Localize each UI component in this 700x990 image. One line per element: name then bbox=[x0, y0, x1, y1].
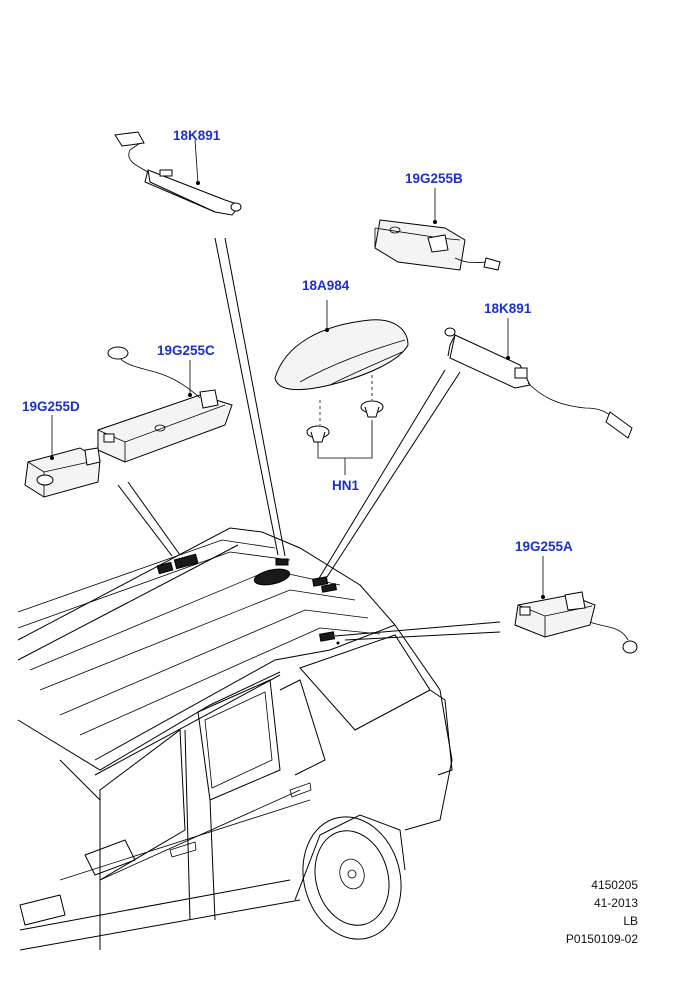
callout-19g255a: 19G255A bbox=[515, 539, 573, 554]
callout-18k891-right: 18K891 bbox=[484, 301, 532, 316]
reference-illustration-id: P0150109-02 bbox=[565, 932, 638, 946]
vehicle-illustration bbox=[17, 527, 453, 951]
module-19g255d bbox=[24, 415, 101, 498]
module-19g255a bbox=[514, 556, 638, 654]
reference-block: 4150205 41-2013 LB P0150109-02 bbox=[518, 876, 638, 948]
callout-19g255d: 19G255D bbox=[22, 399, 80, 414]
module-19g255b bbox=[374, 188, 501, 271]
hn1-nuts bbox=[306, 400, 384, 475]
antenna-amplifier-18k891-right bbox=[444, 318, 633, 439]
antenna-amplifier-18k891-top bbox=[114, 131, 242, 216]
module-19g255c bbox=[97, 346, 233, 463]
reference-number: 4150205 bbox=[591, 878, 638, 892]
reference-model: LB bbox=[623, 914, 638, 928]
reference-date: 41-2013 bbox=[593, 896, 638, 910]
callout-18k891-top: 18K891 bbox=[173, 128, 221, 143]
callout-hn1: HN1 bbox=[332, 478, 359, 493]
leader-lines bbox=[117, 237, 501, 641]
callout-19g255b: 19G255B bbox=[405, 171, 463, 186]
shark-fin-antenna-18a984 bbox=[274, 300, 409, 425]
callout-19g255c: 19G255C bbox=[157, 343, 215, 358]
callout-18a984: 18A984 bbox=[302, 278, 350, 293]
